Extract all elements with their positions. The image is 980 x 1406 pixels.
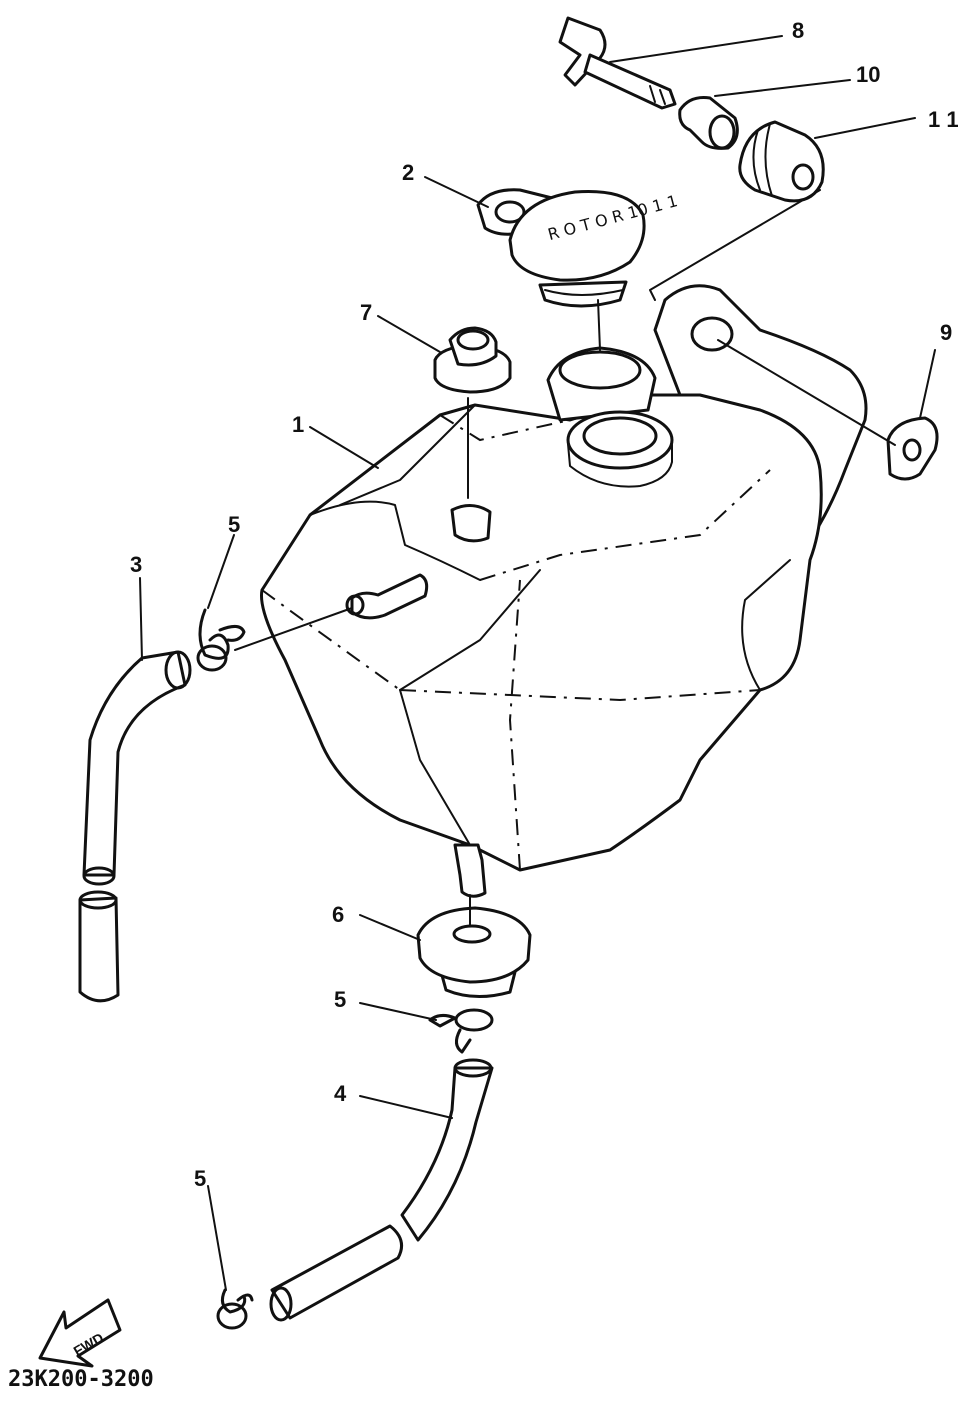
callout-4: 4 [334,1081,347,1106]
callout-9: 9 [940,320,952,345]
oil-tank [259,284,868,898]
callout-11: 1 1 [928,107,959,132]
washer [886,416,939,481]
callout-2: 2 [402,160,414,185]
hose-upper [78,650,192,1003]
callout-labels: 8 10 1 1 2 7 9 1 3 5 6 5 4 5 [130,18,959,1191]
callout-8: 8 [792,18,804,43]
callout-6: 6 [332,902,344,927]
fwd-arrow: FWD [38,1298,122,1368]
hose-clip-upper [196,608,246,672]
callout-1: 1 [292,412,304,437]
callout-5-middle: 5 [334,987,346,1012]
callout-5-lower: 5 [194,1166,206,1191]
hose-clip-lower [216,1288,254,1330]
leader-lines [139,35,936,1291]
bolt-assembly [558,16,825,203]
hose-clip-middle [428,1008,494,1054]
callout-10: 10 [856,62,880,87]
callout-7: 7 [360,300,372,325]
grommet-bottom [416,906,532,999]
filler-cap: R O T O R 10 1 1 [476,188,680,308]
grommet-top [433,326,512,394]
callout-5-upper: 5 [228,512,240,537]
assembly-lines [234,189,896,926]
hose-lower [269,1058,494,1322]
callout-3: 3 [130,552,142,577]
drawing-code: 23K200-3200 [8,1367,154,1392]
